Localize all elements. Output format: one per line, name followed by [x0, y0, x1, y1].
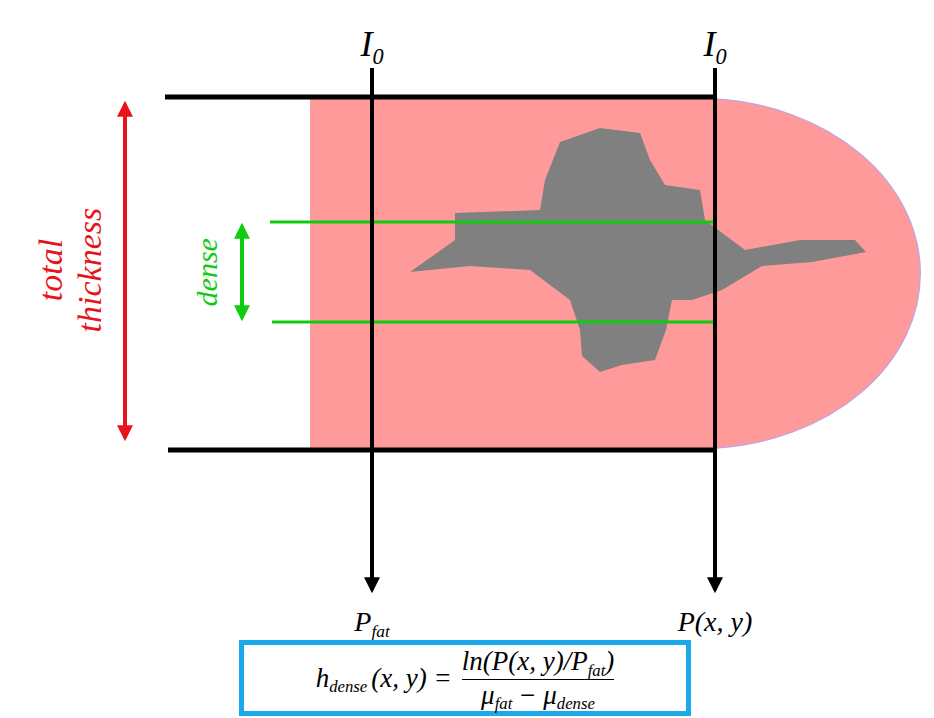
thickness-label: total thickness [32, 208, 108, 333]
numerator: ln(P(x, y)/Pfat) [462, 647, 615, 678]
projection-label: P(x, y) [678, 607, 753, 638]
intensity-label: 0 [372, 44, 383, 69]
formula-text: dense [557, 694, 595, 713]
intensity-label: 0 [715, 44, 726, 69]
formula-text: − μ [518, 680, 557, 710]
projection-label: Pfat [354, 607, 389, 638]
formula-text: fat [588, 661, 606, 680]
dense-label: dense [190, 238, 223, 306]
projection-label: fat [371, 622, 389, 641]
denominator: μfat− μdense [481, 680, 595, 709]
projection-label: P(x, y) [678, 606, 753, 637]
formula-text: fat [495, 694, 513, 713]
formula-text: ) [605, 646, 614, 676]
formula-text: (x, y) = [371, 663, 451, 693]
intensity-label: I0 [360, 25, 383, 65]
intensity-label: I [360, 24, 372, 64]
formula-box: hdense(x, y) =ln(P(x, y)/Pfat)μfat− μden… [239, 640, 691, 716]
formula-text: ln(P(x, y)/P [462, 646, 588, 676]
thickness-label: total thickness [31, 175, 109, 365]
dense-label: dense [190, 192, 225, 352]
fraction: ln(P(x, y)/Pfat)μfat− μdense [462, 647, 615, 709]
formula-lhs: hdense(x, y) = [316, 663, 452, 694]
projection-label: P [354, 606, 371, 637]
formula-text: dense [329, 677, 367, 696]
formula-text: μ [481, 680, 495, 710]
formula: hdense(x, y) =ln(P(x, y)/Pfat)μfat− μden… [316, 647, 615, 709]
intensity-label: I [703, 24, 715, 64]
formula-text: h [316, 663, 330, 693]
intensity-label: I0 [703, 25, 726, 65]
